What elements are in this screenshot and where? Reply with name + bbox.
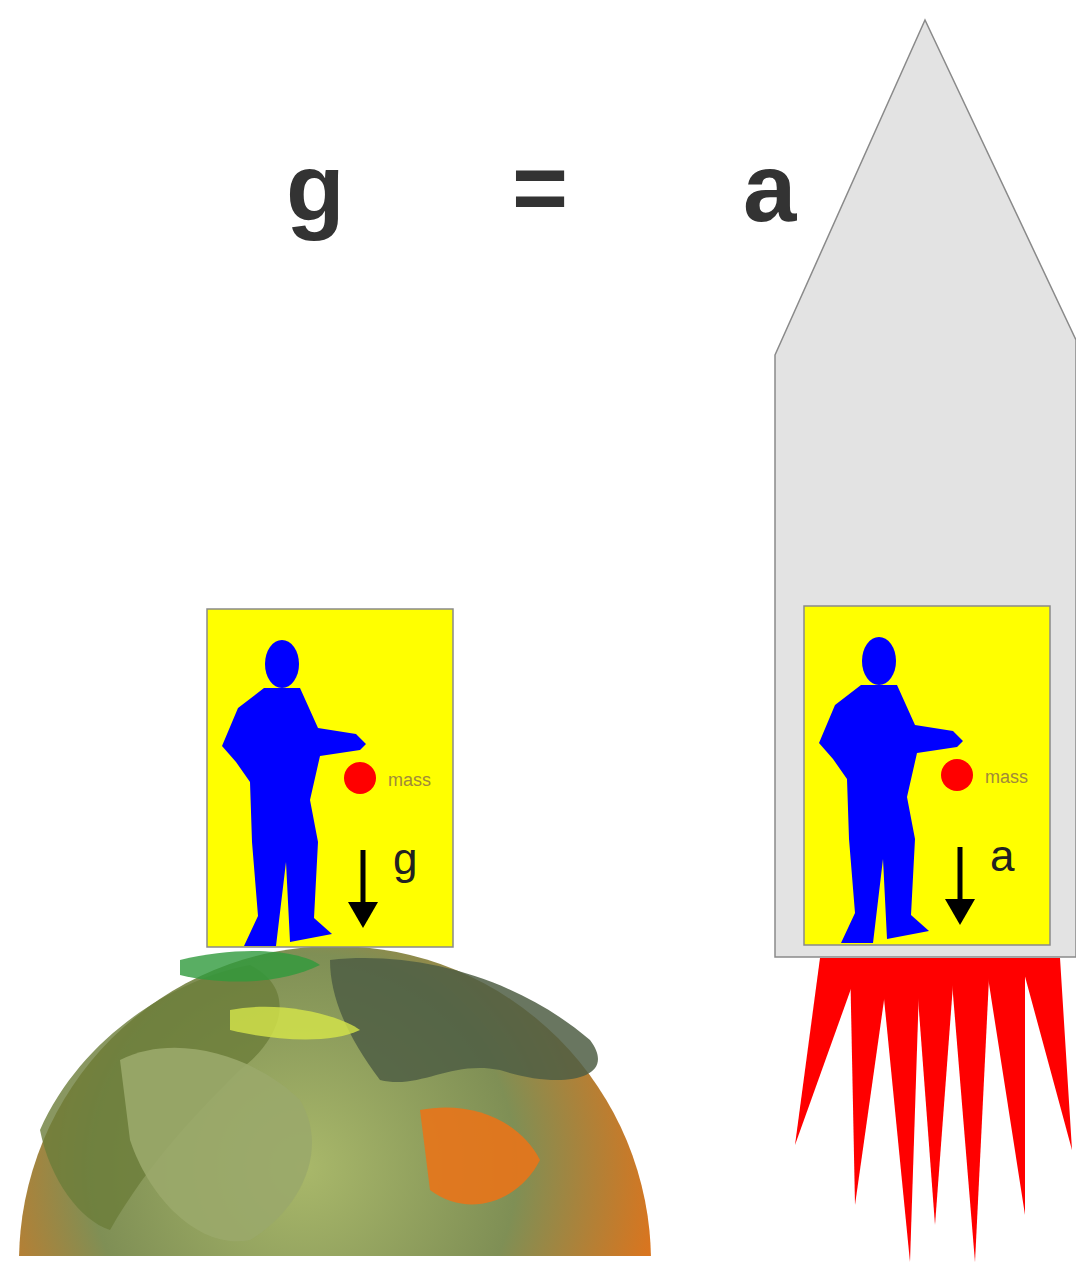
observer-scene-rocket: [819, 637, 975, 943]
rocket-flames: [795, 958, 1072, 1262]
earth-disc: [19, 946, 651, 1256]
person-body: [222, 688, 366, 946]
acceleration-label: a: [990, 834, 1014, 878]
mass-label: mass: [985, 768, 1028, 786]
equation-symbol: a: [743, 140, 796, 236]
land: [180, 951, 320, 982]
cabin-box: mass g: [207, 609, 453, 947]
equation-symbol: g: [286, 140, 345, 236]
arrow-head: [348, 902, 378, 928]
land: [330, 958, 598, 1082]
person-head: [265, 640, 299, 688]
land: [120, 1048, 312, 1241]
mass-ball: [344, 762, 376, 794]
cabin-rocket: [804, 606, 1050, 945]
equation-symbol: =: [512, 140, 568, 236]
mass-label: mass: [388, 771, 431, 789]
acceleration-label: g: [393, 837, 417, 881]
ocean: [420, 1107, 540, 1204]
earth: [19, 946, 651, 1256]
cabin-earth: [207, 609, 453, 947]
land: [230, 1007, 360, 1040]
rocket-body: [775, 20, 1076, 957]
arrow-shaft: [361, 850, 366, 906]
cabin-box: mass a: [804, 606, 1050, 945]
observer-scene: [222, 640, 378, 946]
